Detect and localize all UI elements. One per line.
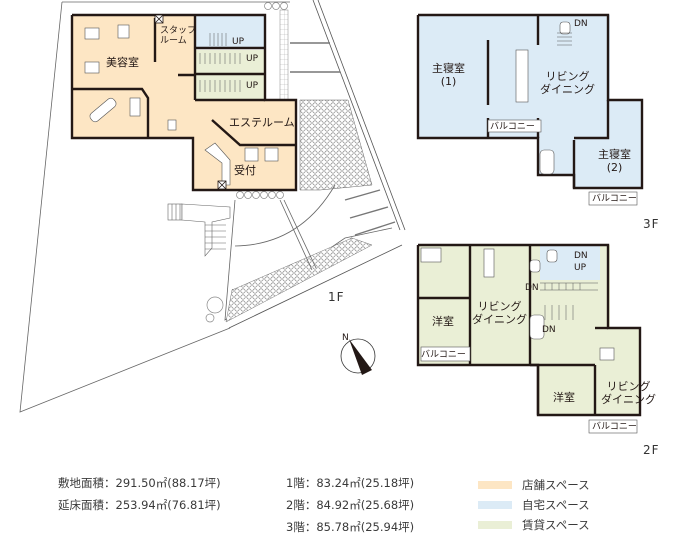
room-label-esthe-room: エステルーム (229, 116, 295, 129)
stair-label-dn: DN (542, 325, 556, 335)
room-label-western-room-1: 洋室 (432, 315, 454, 328)
stair-label-up: UP (246, 81, 259, 91)
room-label-staff-room: スタッフ ルーム (160, 26, 197, 46)
legend-item-shop: 店舗スペース (478, 475, 590, 495)
site-area: 敷地面積：291.50㎡(88.17坪) (58, 476, 221, 490)
floor-tag-2f: 2F (643, 443, 660, 457)
compass-north-icon (340, 338, 376, 375)
legend-swatch-shop (478, 481, 512, 489)
room-label-reception: 受付 (234, 164, 256, 177)
floor2-area: 2階：84.92㎡(25.68坪) (286, 498, 415, 512)
legend-swatch-home (478, 501, 512, 509)
room-label-living-dining-2f-2: リビング ダイニング (601, 380, 656, 406)
compass-north-label: N (342, 333, 349, 343)
floor-tag-3f: 3F (643, 217, 660, 231)
total-floor-area: 延床面積：253.94㎡(76.81坪) (58, 498, 221, 512)
floor1-site (19, 0, 406, 413)
room-label-living-dining-2f-1: リビング ダイニング (472, 300, 527, 326)
room-label-living-dining-3f: リビング ダイニング (540, 70, 595, 96)
floor3-area: 3階：85.78㎡(25.94坪) (286, 520, 415, 534)
room-label-balcony-3f-2: バルコニー (592, 194, 637, 204)
floor2-plan (416, 243, 642, 434)
floor3-plan (416, 13, 644, 206)
room-label-balcony-2f-2: バルコニー (592, 422, 637, 432)
stair-label-up: UP (246, 54, 259, 64)
floor-tag-1f: 1F (328, 290, 345, 304)
area-summary-left: 敷地面積：291.50㎡(88.17坪) 延床面積：253.94㎡(76.81坪… (58, 472, 221, 516)
area-summary-floors: 1階：83.24㎡(25.18坪) 2階：84.92㎡(25.68坪) 3階：8… (286, 472, 414, 538)
room-label-western-room-2: 洋室 (553, 391, 575, 404)
legend-item-home: 自宅スペース (478, 495, 590, 515)
legend-swatch-rental (478, 521, 512, 529)
room-label-beauty-salon: 美容室 (106, 56, 139, 69)
color-legend: 店舗スペース 自宅スペース 賃貸スペース (478, 475, 590, 535)
stair-label-dn: DN (574, 19, 588, 29)
floor1-area: 1階：83.24㎡(25.18坪) (286, 476, 415, 490)
legend-item-rental: 賃貸スペース (478, 515, 590, 535)
stair-label-dn: DN (574, 251, 588, 261)
stair-label-up: UP (232, 37, 245, 47)
room-label-balcony-3f-1: バルコニー (490, 122, 535, 132)
room-label-balcony-2f-1: バルコニー (421, 350, 466, 360)
stair-label-dn: DN (525, 283, 539, 293)
floor1-building (70, 13, 298, 192)
room-label-master-bedroom-2: 主寝室 (2) (598, 148, 631, 174)
stair-label-up: UP (574, 263, 587, 273)
room-label-master-bedroom-1: 主寝室 (1) (432, 62, 465, 88)
